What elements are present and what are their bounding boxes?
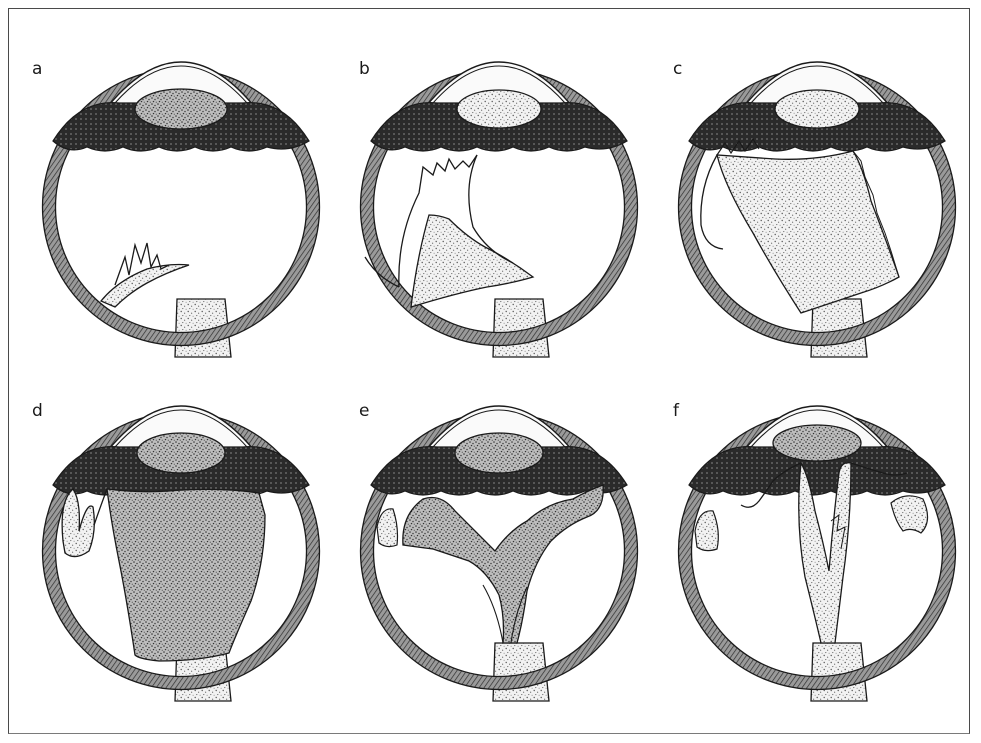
eye-illustration (337, 381, 657, 721)
panel-c: c (655, 37, 975, 377)
lens (135, 89, 227, 129)
panel-e: e (337, 381, 657, 721)
eye-illustration (19, 381, 339, 721)
membrane (403, 485, 603, 643)
panel-a: a (19, 37, 339, 377)
membrane (717, 151, 899, 313)
membrane (411, 215, 533, 307)
lens (457, 90, 541, 128)
eye-illustration (655, 37, 975, 377)
panel-d: d (19, 381, 339, 721)
eye-illustration (337, 37, 657, 377)
figure-frame: a b (8, 8, 970, 734)
lens (775, 90, 859, 128)
membrane (107, 489, 265, 661)
panel-f: f (655, 381, 975, 721)
membrane (101, 265, 189, 308)
lens (455, 433, 543, 473)
lens (137, 433, 225, 473)
eye-illustration (19, 37, 339, 377)
eye-illustration (655, 381, 975, 721)
lens (773, 425, 861, 461)
panel-b: b (337, 37, 657, 377)
